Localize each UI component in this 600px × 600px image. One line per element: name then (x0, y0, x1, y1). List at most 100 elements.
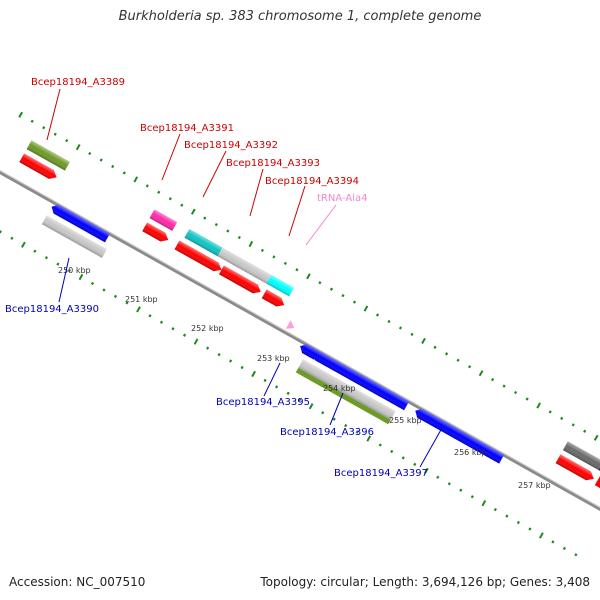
forward-tick (65, 138, 69, 143)
reverse-tick (423, 467, 429, 474)
scale-label-255: 255 kbp (389, 416, 422, 425)
forward-tick (272, 255, 276, 259)
leader-a3394 (288, 185, 306, 237)
label-a3394[interactable]: Bcep18194_A3394 (265, 176, 359, 187)
reverse-tick (481, 500, 487, 507)
forward-tick (133, 176, 139, 183)
scale-label-257: 257 kbp (518, 481, 551, 490)
reverse-tick (148, 314, 152, 318)
forward-tick (53, 132, 57, 136)
reverse-tick (113, 294, 118, 299)
gene-a3393-arrow[interactable] (218, 265, 263, 297)
forward-tick (145, 184, 149, 188)
label-a3395[interactable]: Bcep18194_A3395 (216, 397, 310, 408)
forward-tick (352, 300, 357, 304)
reverse-tick (516, 520, 520, 525)
label-a3390[interactable]: Bcep18194_A3390 (5, 304, 99, 315)
label-a3389[interactable]: Bcep18194_A3389 (31, 77, 125, 88)
trna-ala4-marker[interactable] (285, 320, 297, 332)
scale-labels: 250 kbp 251 kbp 252 kbp 253 kbp 254 kbp … (58, 266, 551, 490)
reverse-tick (136, 306, 141, 313)
forward-tick (295, 268, 299, 272)
scale-label-252: 252 kbp (191, 324, 224, 333)
forward-tick (433, 345, 437, 349)
scale-label-250: 250 kbp (58, 266, 91, 275)
reverse-tick (562, 546, 566, 551)
gene-right-arrow-1[interactable] (555, 454, 597, 483)
leader-a3391 (161, 133, 181, 181)
leader-a3392 (202, 150, 227, 198)
forward-tick (341, 294, 345, 298)
forward-tick-row (18, 111, 599, 441)
label-a3393[interactable]: Bcep18194_A3393 (226, 158, 320, 169)
gene-a3396-olive[interactable] (295, 368, 391, 425)
reverse-tick (470, 495, 474, 499)
gene-a3391-magenta[interactable] (149, 209, 178, 231)
reverse-tick (0, 230, 2, 234)
forward-tick (456, 358, 460, 362)
reverse-tick (44, 256, 48, 260)
reverse-tick (528, 527, 532, 531)
label-a3396[interactable]: Bcep18194_A3396 (280, 427, 374, 438)
reverse-tick (493, 507, 497, 512)
gene-a3390-grey[interactable] (41, 215, 107, 258)
reverse-tick (459, 488, 463, 492)
reverse-tick (308, 403, 314, 410)
label-a3392[interactable]: Bcep18194_A3392 (184, 140, 278, 151)
forward-tick (410, 332, 414, 337)
forward-tick (157, 190, 161, 194)
reverse-tick (355, 430, 359, 434)
reverse-tick (206, 346, 210, 350)
forward-tick (421, 337, 426, 344)
gene-a3394-arrow[interactable] (261, 289, 287, 310)
reverse-tick (447, 482, 451, 486)
gene-right-arrow-2[interactable] (594, 476, 600, 499)
reverse-tick (436, 475, 440, 479)
forward-tick (226, 229, 230, 233)
scale-label-251: 251 kbp (125, 295, 158, 304)
forward-tick (387, 319, 391, 324)
forward-tick (180, 203, 184, 207)
reverse-tick (182, 333, 187, 337)
gene-a3396-arrow[interactable] (311, 349, 410, 411)
leader-a3395 (263, 362, 281, 397)
gene-a3390-arrow[interactable] (49, 202, 110, 243)
gene-right-grey[interactable] (562, 441, 600, 471)
gene-a3391-arrow[interactable] (142, 222, 170, 244)
chromosome-backbone-highlight (0, 160, 600, 534)
forward-tick (190, 208, 196, 215)
gene-a3394-cyan[interactable] (266, 274, 295, 297)
scale-label-256: 256 kbp (454, 448, 487, 457)
reverse-tick (505, 514, 509, 518)
forward-tick (583, 429, 587, 433)
forward-tick (99, 158, 103, 162)
forward-tick (318, 281, 322, 285)
reverse-tick (413, 462, 417, 467)
leader-a3396 (329, 392, 344, 426)
scale-label-254: 254 kbp (323, 384, 356, 393)
label-a3397[interactable]: Bcep18194_A3397 (334, 468, 428, 479)
gene-a3392-cyan[interactable] (184, 228, 223, 257)
gene-a3392-arrow[interactable] (174, 240, 224, 275)
reverse-tick (217, 352, 221, 357)
reverse-tick (56, 262, 60, 266)
gene-a3396-grey[interactable] (298, 359, 396, 420)
gene-a3389-inner[interactable] (26, 140, 70, 171)
forward-tick (514, 390, 518, 395)
forward-tick (478, 370, 484, 377)
label-trna-ala4[interactable]: tRNA-Ala4 (317, 193, 367, 204)
reverse-tick (240, 365, 244, 370)
reverse-tick (193, 338, 199, 345)
label-a3391[interactable]: Bcep18194_A3391 (140, 123, 234, 134)
reverse-tick (10, 236, 14, 240)
gene-a3397-arrow[interactable] (413, 406, 505, 464)
forward-tick (111, 164, 115, 169)
gene-a3393-grey[interactable] (217, 247, 272, 284)
forward-tick (18, 111, 23, 118)
reverse-tick (251, 370, 256, 378)
gene-a3389-outer-arrow[interactable] (19, 153, 59, 181)
forward-tick (536, 402, 541, 409)
leader-a3397 (419, 427, 443, 468)
reverse-tick-row (0, 230, 578, 557)
